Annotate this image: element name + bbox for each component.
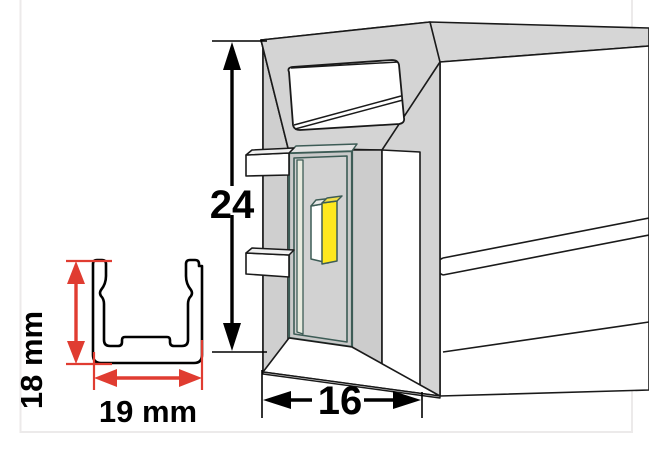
arrowhead-right-16 <box>393 391 421 409</box>
led-chip <box>321 200 338 265</box>
dimension-label-16: 16 <box>318 379 363 423</box>
arrowhead-left-19mm <box>94 369 117 387</box>
left-flange-upper <box>245 152 290 177</box>
top-slot-opening <box>287 59 406 131</box>
arrowhead-right-19mm <box>179 369 202 387</box>
dimension-width-16: 16 <box>261 370 423 423</box>
left-flange-lower-top <box>245 247 295 256</box>
arrowhead-down-18mm <box>67 341 85 364</box>
dimension-height-24: 24 <box>210 40 267 353</box>
arrowhead-left-16 <box>263 391 291 409</box>
led-chip-top <box>321 195 343 204</box>
cross-section-profile <box>91 258 204 365</box>
slot-inner-edges <box>290 61 404 130</box>
center-web <box>351 149 383 381</box>
arrowhead-up-24 <box>223 42 241 70</box>
right-inner-wall <box>381 149 421 389</box>
dimension-label-24: 24 <box>210 183 255 227</box>
arrowhead-up-18mm <box>67 261 85 284</box>
side-lower-edge <box>442 321 649 353</box>
bottom-slab-edge <box>262 371 441 399</box>
left-flange-upper-top <box>245 147 295 156</box>
diffuser-top-bevel <box>288 143 358 154</box>
profile-outline <box>91 258 204 365</box>
right-side-face <box>439 45 649 397</box>
arrowhead-down-24 <box>223 323 241 351</box>
dimension-label-18mm: 18 mm <box>14 311 49 409</box>
left-flange-lower <box>245 252 290 278</box>
dimension-label-19mm: 19 mm <box>99 394 197 429</box>
dimension-width-19mm: 19 mm <box>92 340 204 429</box>
isometric-profile-body <box>245 21 649 399</box>
dimension-height-18mm: 18 mm <box>14 259 112 409</box>
diffuser-lens-strip <box>296 159 304 335</box>
